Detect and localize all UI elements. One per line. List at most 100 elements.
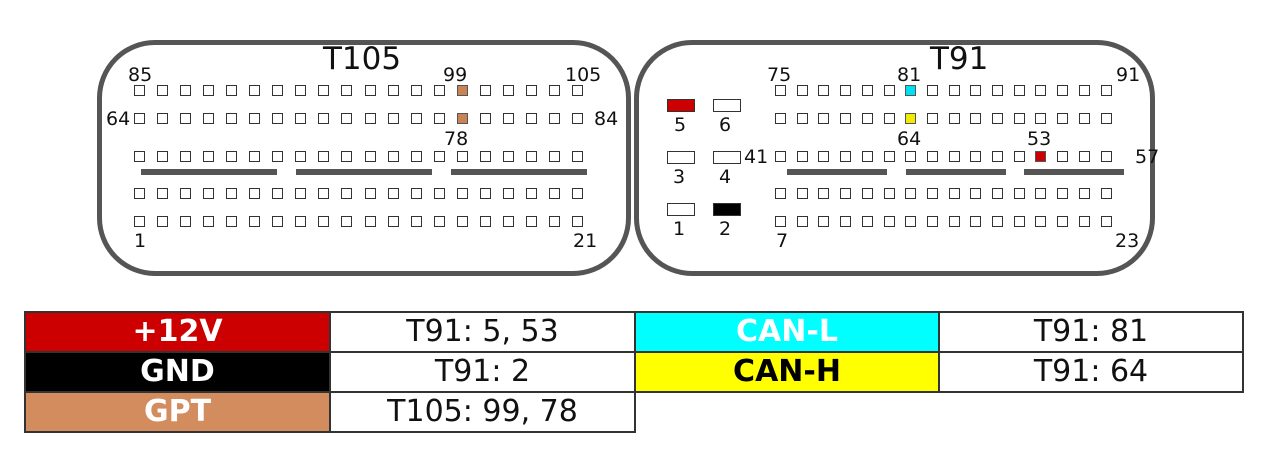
pin: [203, 85, 215, 96]
pin: [387, 85, 399, 96]
pin: [226, 151, 238, 162]
pin-label-64-t91: 64: [897, 128, 922, 150]
pin-divider-bar: [787, 169, 887, 175]
pin: [272, 151, 284, 162]
pin: [410, 151, 422, 162]
pin-label-64: 64: [106, 108, 131, 130]
pin: [157, 113, 169, 124]
pin: [364, 85, 376, 96]
pin: [818, 188, 830, 199]
pin: [1078, 188, 1090, 199]
pin: [861, 151, 873, 162]
pin: [295, 85, 307, 96]
pin: [571, 113, 583, 124]
pin: [548, 188, 560, 199]
pin: [134, 216, 145, 227]
power-pin-5: [667, 99, 695, 112]
pin-label-99: 99: [443, 64, 468, 86]
pin: [926, 216, 938, 227]
pin: [1057, 216, 1069, 227]
pin: [883, 85, 895, 96]
pin: [548, 85, 560, 96]
pin: [410, 216, 422, 227]
pin: [341, 216, 353, 227]
legend-row: GND T91: 2 CAN-H T91: 64: [24, 351, 1244, 393]
pin: [249, 188, 261, 199]
pin: [796, 216, 808, 227]
pin: [479, 188, 491, 199]
pin: [318, 85, 330, 96]
pin: [548, 151, 560, 162]
pin: [387, 151, 399, 162]
pin: [861, 85, 873, 96]
pin-label-4: 4: [719, 166, 732, 188]
legend-empty-cell: [939, 392, 1243, 432]
pin-label-3: 3: [673, 166, 686, 188]
legend-value: T91: 64: [938, 351, 1244, 393]
pin: [295, 216, 307, 227]
can-h-pin-64: [905, 113, 917, 124]
pin: [818, 216, 830, 227]
pin: [775, 188, 786, 199]
legend-swatch-can-h: CAN-H: [634, 351, 940, 393]
pin: [203, 151, 215, 162]
pin-label-6: 6: [719, 114, 732, 136]
pin: [992, 216, 1003, 227]
pin: [226, 216, 238, 227]
pin-label-1: 1: [134, 230, 147, 252]
pin: [840, 188, 852, 199]
pin: [387, 113, 399, 124]
pin: [479, 151, 491, 162]
pin: [905, 216, 917, 227]
pin: [571, 188, 583, 199]
pin: [1078, 85, 1090, 96]
pin: [796, 113, 808, 124]
pin: [180, 85, 192, 96]
pin-label-81: 81: [897, 64, 922, 86]
pin: [992, 85, 1003, 96]
pin: [548, 113, 560, 124]
pin: [775, 113, 786, 124]
pin: [272, 216, 284, 227]
pin: [1013, 188, 1025, 199]
pin: [1057, 113, 1069, 124]
pin: [502, 113, 514, 124]
pin-label-23: 23: [1115, 230, 1140, 252]
legend-table: +12V T91: 5, 53 CAN-L T91: 81 GND T91: 2…: [24, 311, 1244, 433]
pin: [295, 188, 307, 199]
pin-label-7: 7: [776, 230, 789, 252]
pin-label-91: 91: [1116, 64, 1141, 86]
pin-label-2: 2: [719, 218, 732, 240]
pin-1: [667, 203, 695, 216]
pin-label-1-t91: 1: [673, 218, 686, 240]
pin: [157, 216, 169, 227]
pin: [157, 151, 169, 162]
pin: [249, 113, 261, 124]
pin: [134, 188, 145, 199]
pin: [318, 188, 330, 199]
pin: [883, 216, 895, 227]
pin: [134, 113, 145, 124]
pin: [272, 85, 284, 96]
pin: [905, 188, 917, 199]
pin: [249, 216, 261, 227]
pin: [948, 188, 960, 199]
pin: [1035, 216, 1047, 227]
pin: [883, 188, 895, 199]
pin-label-78: 78: [444, 128, 469, 150]
pin: [502, 151, 514, 162]
pin: [840, 151, 852, 162]
pin: [926, 188, 938, 199]
pin-label-5: 5: [674, 114, 687, 136]
pin-label-75: 75: [767, 64, 792, 86]
pin: [249, 151, 261, 162]
pin: [818, 151, 830, 162]
pin: [180, 113, 192, 124]
pin: [1100, 216, 1112, 227]
pin: [970, 113, 982, 124]
pin: [180, 188, 192, 199]
legend-swatch-power: +12V: [24, 311, 331, 353]
pin: [775, 151, 786, 162]
pin: [840, 216, 852, 227]
gpt-pin-78: [456, 113, 468, 124]
